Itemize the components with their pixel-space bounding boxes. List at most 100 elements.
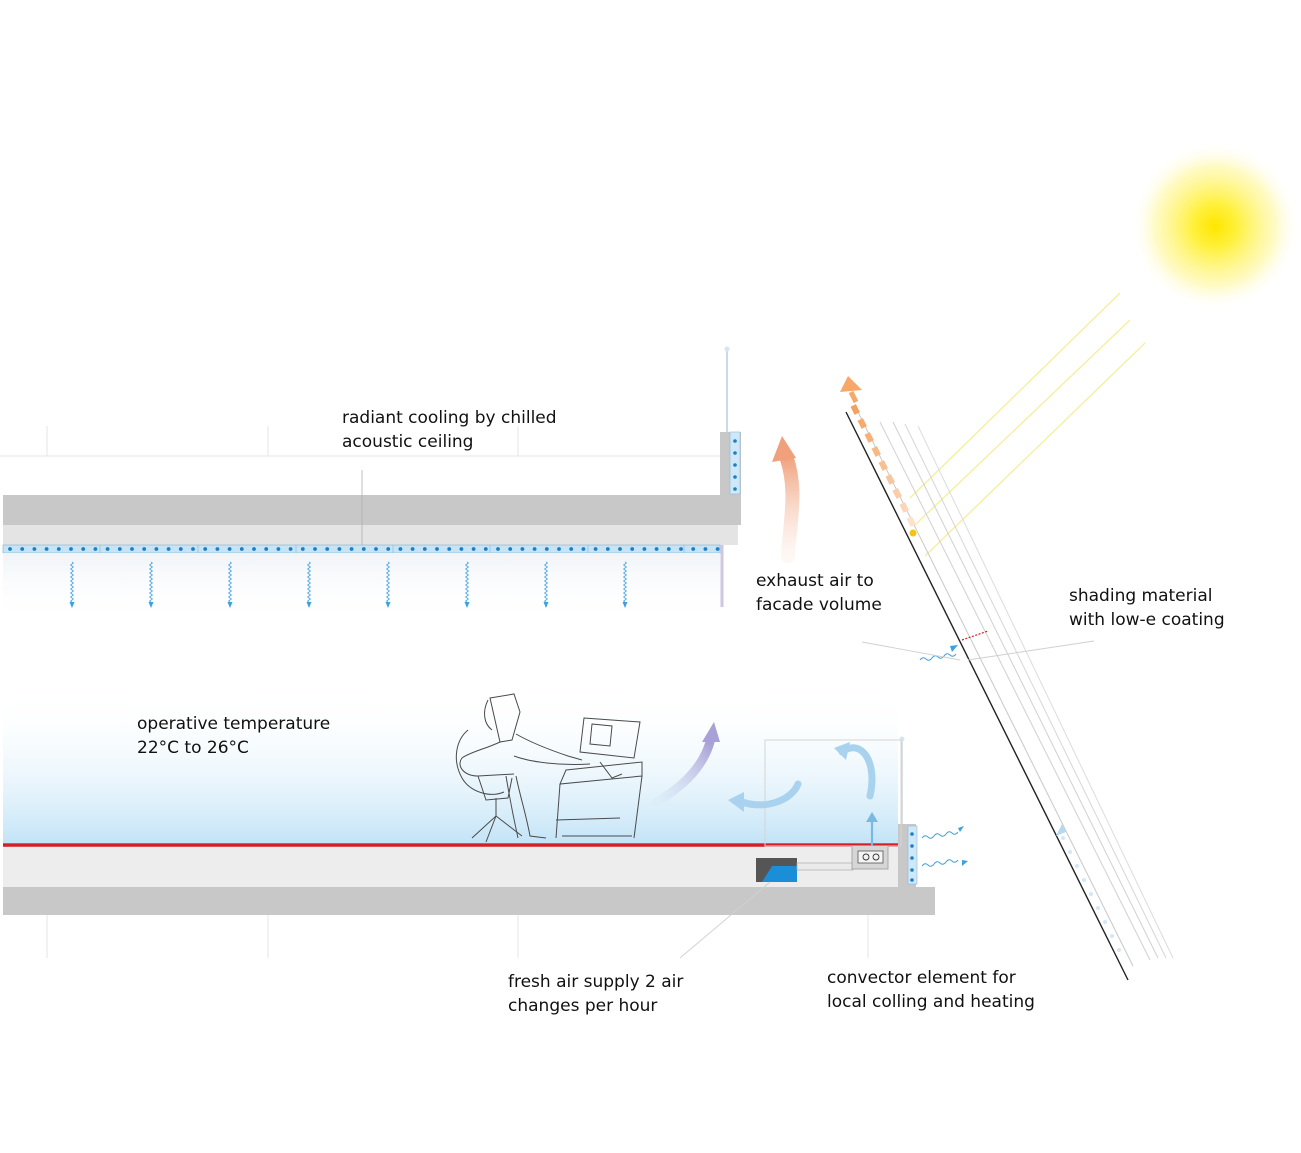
radiant-wave (544, 561, 548, 603)
pipe-dot (581, 547, 586, 551)
pipe-dot (32, 547, 37, 551)
pipe-dot (569, 547, 574, 551)
facade-exhaust-arrow (840, 376, 862, 404)
pipe-dot (276, 547, 281, 551)
convector-air-box (764, 739, 902, 847)
radiant-wave-arrowhead (464, 602, 470, 608)
radiant-wave (228, 561, 232, 603)
pipe-dot (105, 547, 110, 551)
pipe-dot (447, 547, 452, 551)
pipe-dot (313, 547, 317, 551)
pipe-dot (215, 547, 220, 551)
pipe-dot (20, 547, 25, 551)
low-e-coating-line (961, 630, 989, 641)
pipe-dot (679, 547, 683, 551)
pipe-dot (459, 547, 464, 551)
radiant-wave (307, 561, 311, 603)
pipe-dot (593, 547, 598, 551)
facade-glass (845, 407, 1174, 981)
radiant-wave (149, 561, 153, 603)
exhaust-air-arrow (779, 449, 800, 563)
label-convector-element-line1: convector element for (827, 968, 1016, 988)
pipe-dot (496, 547, 500, 551)
label-radiant-cooling: radiant cooling by chilled acoustic ceil… (342, 406, 557, 454)
wall-heat-waves (921, 831, 959, 867)
label-exhaust-air-line2: facade volume (756, 595, 882, 615)
pipe-dot (81, 547, 86, 551)
pipe-dot (191, 547, 195, 551)
lower-slab-wall-dots (910, 832, 914, 882)
pipe-dot (142, 547, 147, 551)
chilled-ceiling-panel (2, 544, 721, 554)
pipe-dot (44, 547, 49, 551)
label-operative-temperature-line1: operative temperature (137, 714, 331, 734)
label-shading-material-line2: with low-e coating (1069, 610, 1225, 630)
pipe-dot (557, 547, 561, 551)
convector-element (851, 845, 889, 870)
label-fresh-air-supply-line1: fresh air supply 2 air (508, 972, 684, 992)
fresh-air-duct (756, 858, 854, 882)
radiant-cooling-arrows (69, 561, 628, 608)
radiant-wave-arrowhead (148, 602, 154, 608)
air-return-arrow (738, 780, 802, 809)
pipe-dot (630, 547, 635, 551)
label-exhaust-air-line1: exhaust air to (756, 571, 874, 591)
pipe-dot (410, 547, 415, 551)
pipe-dot (703, 547, 708, 551)
upper-slab (3, 346, 741, 545)
radiant-wave (386, 561, 390, 603)
pipe-dot (349, 547, 354, 551)
pipe-dot (374, 547, 378, 551)
pipe-dot (178, 547, 183, 551)
label-fresh-air-supply-line2: changes per hour (508, 996, 658, 1016)
pipe-dot (654, 547, 659, 551)
label-radiant-cooling-line1: radiant cooling by chilled (342, 408, 557, 428)
pipe-dot (239, 547, 244, 551)
pipe-dot (69, 547, 73, 551)
pipe-dot (325, 547, 330, 551)
pipe-dot (361, 547, 366, 551)
pipe-dot (715, 547, 720, 551)
pipe-dot (288, 547, 293, 551)
pipe-dot (618, 547, 622, 551)
facade-cool-particles (1056, 824, 1121, 952)
pipe-dot (508, 547, 513, 551)
office-worker-sketch (455, 693, 643, 843)
pipe-dot (117, 547, 122, 551)
label-convector-element-line2: local colling and heating (827, 992, 1035, 1012)
label-convector-element: convector element for local colling and … (827, 966, 1035, 1014)
convector-up-arrow (866, 812, 878, 846)
pipe-dot (264, 547, 269, 551)
radiant-wave-arrowhead (622, 602, 628, 608)
pipe-dot (691, 547, 696, 551)
radiant-wave-arrowhead (385, 602, 391, 608)
pipe-dot (605, 547, 610, 551)
pipe-dot (666, 547, 671, 551)
cool-air-zone (3, 690, 898, 843)
radiant-wave (623, 561, 627, 603)
radiant-wave (465, 561, 469, 603)
pipe-dot (471, 547, 476, 551)
reradiation-wave (919, 653, 957, 661)
pipe-dot (642, 547, 647, 551)
air-rise-arrow (651, 737, 715, 807)
pipe-dot (386, 547, 391, 551)
pipe-dot (56, 547, 61, 551)
pipe-dot (93, 547, 98, 551)
leader-lines (679, 640, 1095, 959)
pipe-dot (398, 547, 403, 551)
pipe-dot (166, 547, 171, 551)
radiant-wave-arrowhead (543, 602, 549, 608)
sun-rays (909, 292, 1146, 557)
pipe-dot (227, 547, 232, 551)
pipe-dot (337, 547, 342, 551)
label-operative-temperature-line2: 22°C to 26°C (137, 738, 249, 758)
pipe-dot (544, 547, 549, 551)
upper-slab-wall-dots (733, 439, 737, 491)
label-shading-material: shading material with low-e coating (1069, 584, 1225, 632)
lower-slab (3, 736, 935, 915)
pipe-dot (154, 547, 159, 551)
pipe-dot (532, 547, 537, 551)
radiant-wave-arrowhead (306, 602, 312, 608)
